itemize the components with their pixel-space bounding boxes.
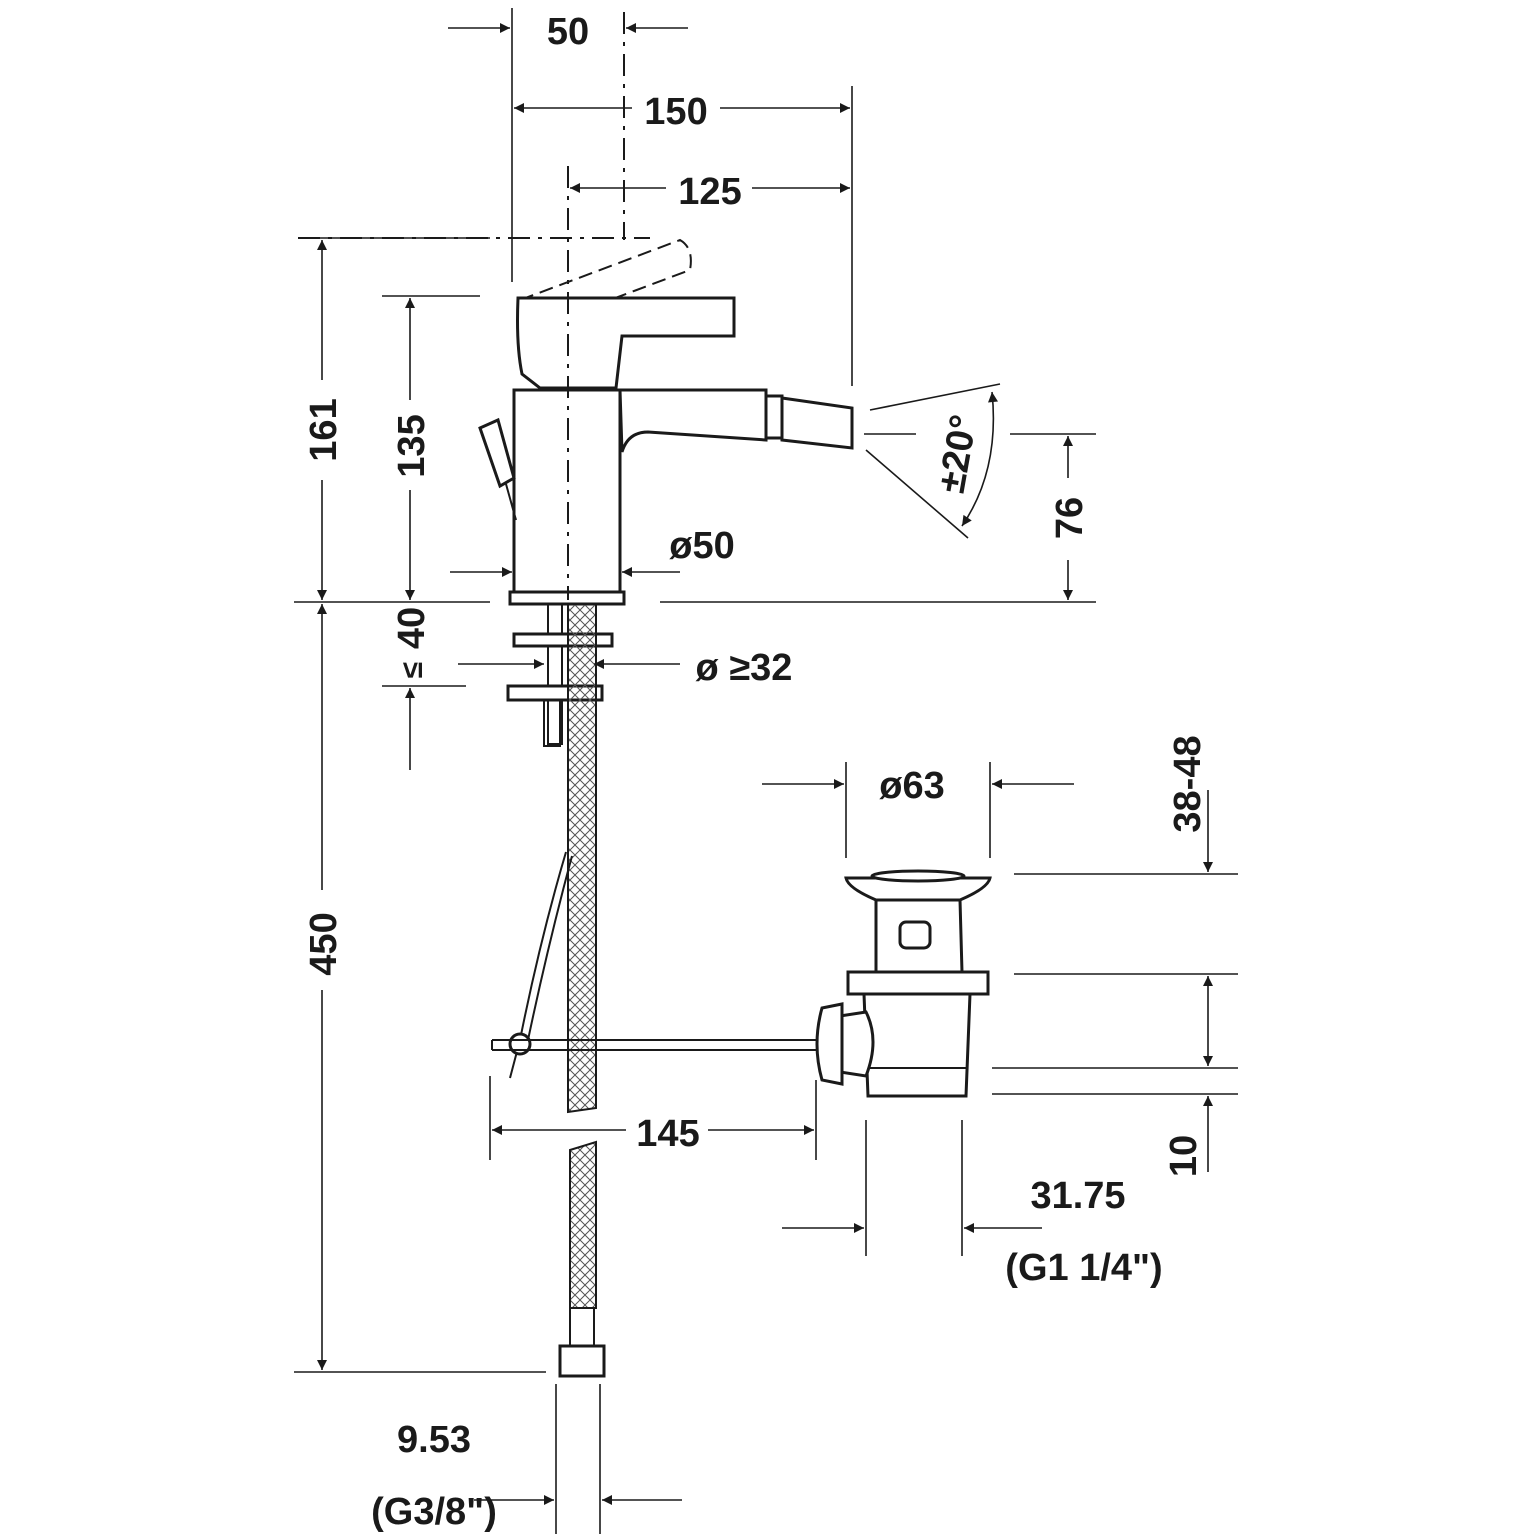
deck-washer — [512, 632, 614, 648]
waste-overflow-window — [898, 920, 932, 950]
pop-up-wire-2 — [527, 855, 573, 1041]
dim-lever-offset: 50 — [547, 11, 589, 53]
dim-waste-diameter: ø63 — [879, 765, 944, 807]
dim-hole-diameter: ø ≥32 — [696, 647, 793, 689]
mounting-stud — [547, 603, 563, 745]
flexible-hose-upper — [567, 603, 597, 1114]
dim-waste-thread: 31.75 — [1030, 1175, 1125, 1217]
pop-up-waste — [815, 869, 992, 1098]
pop-up-knob — [478, 417, 516, 489]
hose-nut — [558, 1344, 606, 1378]
dim-hose-thread-inch: (G3/8") — [371, 1491, 497, 1533]
spout — [618, 388, 768, 453]
pop-up-wire — [509, 851, 567, 1079]
dim-outlet-height: 76 — [1049, 497, 1091, 539]
dim-hose-length: 450 — [303, 912, 345, 975]
hose-ferrule — [569, 1307, 595, 1347]
dimension-labels: 50 150 125 161 135 ø50 ±20° 76 40 ≤ ø ≥3… — [303, 11, 1209, 1533]
lever-raised-outline — [519, 238, 692, 331]
mixer-body — [478, 238, 854, 606]
dim-overall-reach: 150 — [644, 91, 707, 133]
dim-waste-offset: 10 — [1163, 1135, 1205, 1177]
waste-body-lower — [862, 992, 972, 1098]
waste-rod-housing — [838, 1010, 875, 1078]
waste-nut — [846, 970, 990, 996]
dim-waste-range: 38-48 — [1167, 735, 1209, 832]
dim-deck-thickness: 40 — [391, 607, 433, 649]
pop-up-rod-upper — [505, 483, 517, 521]
dim-overall-height: 161 — [303, 398, 345, 461]
waste-rod-nut — [815, 1002, 844, 1086]
dim-spout-reach: 125 — [678, 171, 741, 213]
dim-deck-thickness-prefix: ≤ — [396, 662, 429, 678]
dim-waste-thread-inch: (G1 1/4") — [1005, 1247, 1162, 1289]
mounting-stud-end — [543, 699, 561, 747]
dim-hose-thread: 9.53 — [397, 1419, 471, 1461]
flexible-hose-lower — [569, 1140, 597, 1309]
spout-nozzle — [780, 396, 854, 450]
waste-plug-top — [870, 869, 966, 883]
dim-spout-height: 135 — [391, 414, 433, 477]
extension-lines — [294, 8, 1238, 1534]
dim-angle: ±20° — [931, 412, 986, 496]
dim-rod-length: 145 — [636, 1113, 699, 1155]
spout-nozzle-collar — [764, 394, 784, 440]
dim-body-diameter: ø50 — [669, 525, 734, 567]
dimension-lines — [317, 23, 1213, 1505]
lever — [516, 296, 736, 390]
